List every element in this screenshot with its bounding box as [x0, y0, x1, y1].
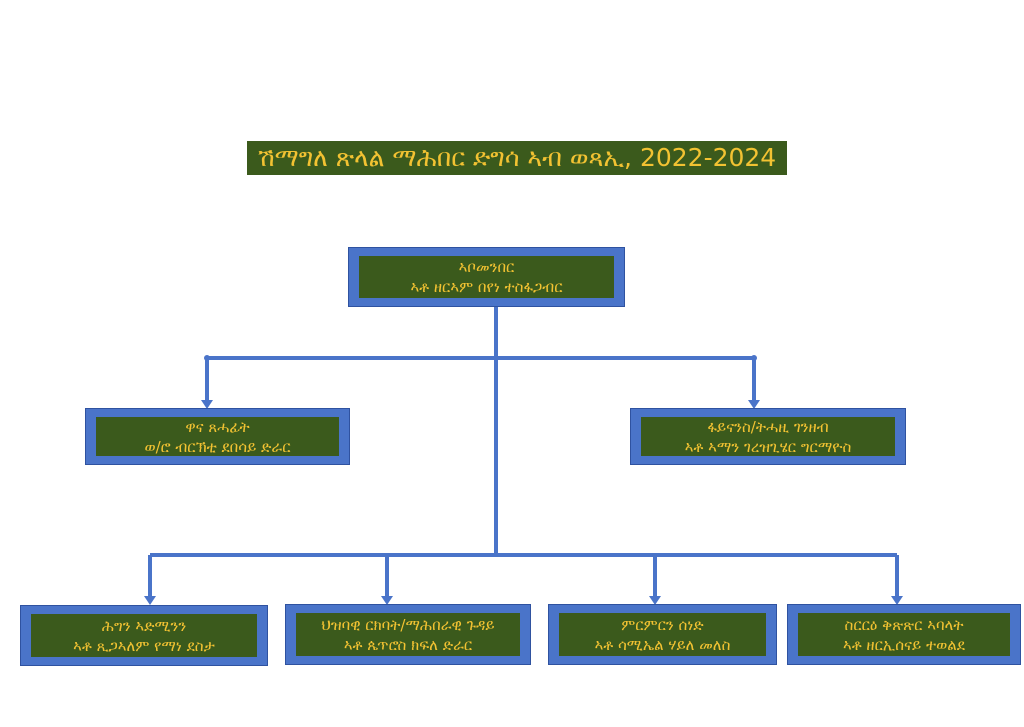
arrowhead	[144, 596, 156, 605]
node-chair: ኣቦመንበር ኣቶ ዘርኣም በየነ ተስፋጋብር	[348, 247, 625, 307]
node-name: ኣቶ ጴጥሮስ ክፍለ ድራር	[343, 635, 473, 654]
node-role: ስርርዕ ቅጽጽር ኣባላት	[844, 615, 964, 634]
arrowhead	[891, 596, 903, 605]
chart-title: ሽማግለ ጽላል ማሕበር ድግሳ ኣብ ወጻኢ, 2022-2024	[247, 141, 787, 175]
arrowhead	[201, 400, 213, 409]
node-role: ህዝባዊ ርክባት/ማሕበራዊ ጉዳይ	[321, 615, 495, 634]
node-role: ምርምርን ሰነድ	[621, 615, 704, 634]
node-role: ፋይናንስ/ትሓዚ ገንዘብ	[707, 417, 829, 436]
node-name: ወ/ሮ ብርኽቲ ደበሳይ ድራር	[144, 437, 291, 456]
node-name: ኣቶ ሳሚኤል ሃይለ መለስ	[594, 635, 731, 654]
node-name: ኣቶ ዘርኢሰናይ ተወልደ	[843, 635, 965, 654]
node-role: ኣቦመንበር	[458, 258, 515, 276]
arrowhead	[381, 596, 393, 605]
arrowhead	[649, 596, 661, 605]
node-name: ኣቶ ጺጋኣለም የማነ ደስታ	[73, 636, 215, 655]
node-role: ሕግን ኣድሚንን	[101, 616, 187, 635]
node-name: ኣቶ ዘርኣም በየነ ተስፋጋብር	[410, 278, 563, 296]
node-name: ኣቶ ኣማን ገረዝጊሄር ግርማዮስ	[684, 437, 852, 456]
node-role: ዋና ጸሓፊት	[185, 417, 250, 436]
arrowhead	[748, 400, 760, 409]
